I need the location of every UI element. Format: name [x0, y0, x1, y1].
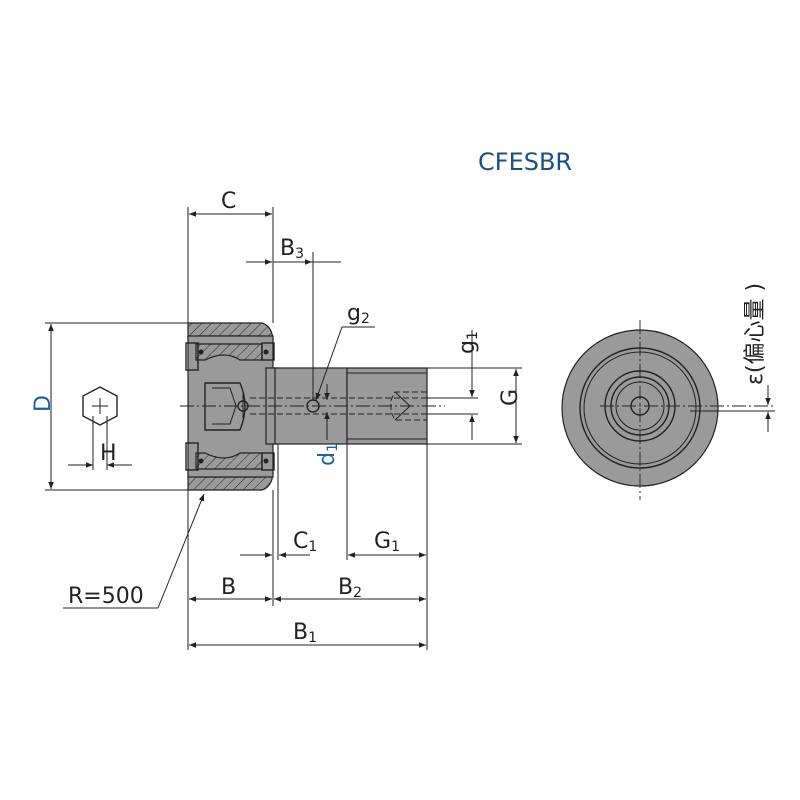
dim-B1-group: B1 — [189, 620, 426, 648]
dim-C1-G1-group: C1 G1 — [240, 444, 428, 650]
dim-D-group: D — [31, 322, 188, 491]
dim-B3-group: B3 — [246, 236, 341, 400]
dim-g1-group: g1 — [427, 330, 481, 440]
end-view — [561, 320, 775, 500]
dim-R-group: R=500 — [63, 490, 205, 650]
dim-d1: d1 — [315, 443, 341, 466]
side-view — [180, 322, 445, 491]
dim-g2: g2 — [347, 301, 370, 327]
dim-G1: G1 — [374, 529, 400, 555]
dim-B-B2-group: B B2 — [189, 575, 426, 602]
dim-g1: g1 — [455, 331, 481, 354]
dim-G-group: G — [427, 367, 523, 445]
dim-d1-group: d1 — [315, 384, 341, 466]
dim-H: H — [100, 441, 117, 466]
dim-B2: B2 — [338, 575, 362, 601]
dim-g2-group: g2 — [315, 301, 375, 401]
dim-C1: C1 — [293, 529, 317, 555]
drawing-title: CFESBR — [478, 148, 572, 176]
dim-B: B — [221, 575, 236, 600]
dim-eccentric: ε(偏心量 ) — [743, 283, 768, 385]
dim-R: R=500 — [68, 584, 144, 609]
dim-B1: B1 — [293, 620, 317, 646]
inner-race-top — [195, 343, 263, 361]
dim-D: D — [31, 395, 56, 412]
dim-C-group: C — [187, 189, 274, 323]
dim-C: C — [221, 189, 236, 214]
hex-inset: H — [68, 386, 132, 470]
dim-G: G — [498, 389, 523, 406]
dim-eccentric-group: ε(偏心量 ) — [743, 283, 771, 432]
dim-B3: B3 — [280, 236, 304, 262]
